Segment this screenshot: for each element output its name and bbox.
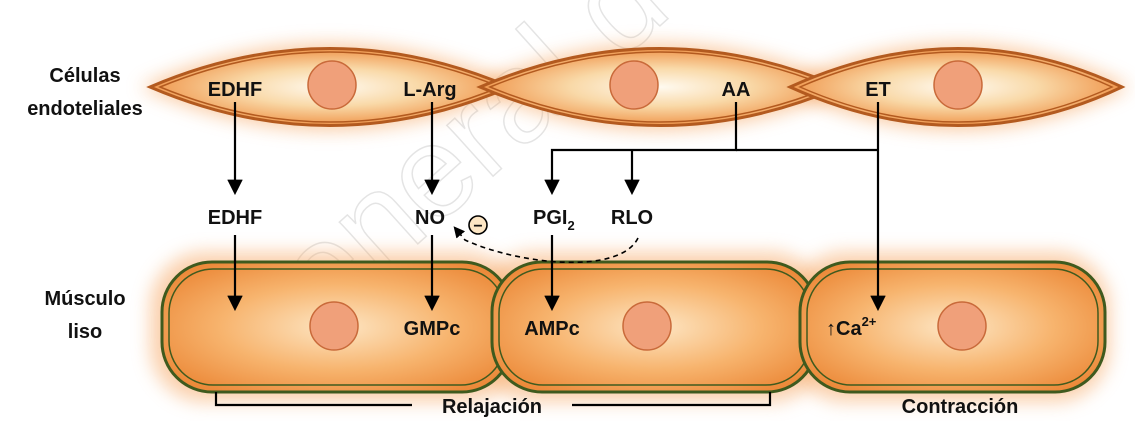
label-aa: AA: [722, 79, 751, 101]
endothelial-cell-layer: [140, 44, 1130, 131]
label-pgi2: PGI2: [533, 207, 575, 233]
label-edhf-mediator: EDHF: [208, 207, 262, 229]
pgi2-subscript: 2: [567, 218, 574, 233]
ca-prefix: ↑Ca: [826, 318, 862, 340]
side-label-endothelial-1: Células: [49, 65, 120, 87]
ca-superscript: 2+: [862, 314, 877, 329]
nucleus: [308, 61, 356, 109]
label-ampc: AMPc: [524, 318, 580, 340]
side-label-muscle-2: liso: [68, 321, 102, 343]
pgi2-base: PGI: [533, 207, 567, 229]
label-contraccion: Contracción: [902, 396, 1019, 418]
nucleus: [938, 302, 986, 350]
nucleus: [623, 302, 671, 350]
inhibition-sign: −: [473, 218, 482, 235]
label-rlo: RLO: [611, 207, 653, 229]
label-no: NO: [415, 207, 445, 229]
inhibition-badge: −: [469, 216, 487, 235]
nucleus: [310, 302, 358, 350]
label-gmpc: GMPc: [404, 318, 461, 340]
side-label-endothelial-2: endoteliales: [27, 98, 143, 120]
side-label-muscle-1: Músculo: [44, 288, 125, 310]
nucleus: [934, 61, 982, 109]
label-edhf-endothelial: EDHF: [208, 79, 262, 101]
label-relajacion: Relajación: [442, 396, 542, 418]
smooth-muscle-layer: [150, 252, 1110, 402]
label-et: ET: [865, 79, 891, 101]
label-l-arg: L-Arg: [403, 79, 456, 101]
endothelial-cell-3: [790, 49, 1122, 126]
nucleus: [610, 61, 658, 109]
